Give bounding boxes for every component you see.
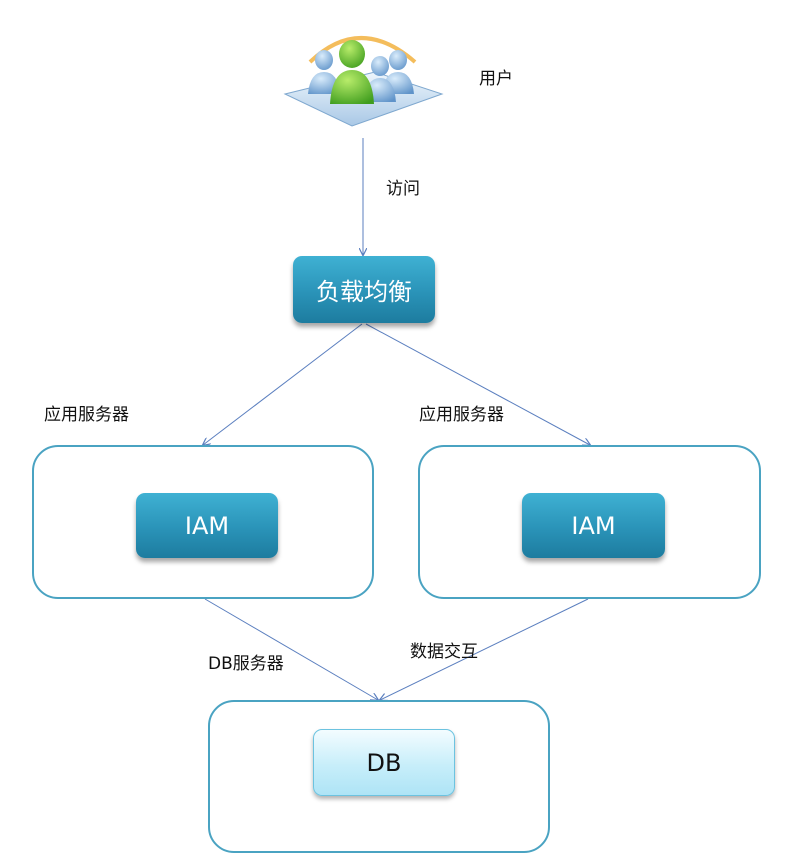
- users-group-icon: [283, 36, 444, 127]
- arrow-loadbalancer-to-left-server: [203, 323, 363, 445]
- iam-left-label: IAM: [184, 511, 230, 540]
- db-node: DB: [313, 729, 455, 796]
- load-balancer-label: 负载均衡: [316, 278, 412, 306]
- visit-label: 访问: [386, 179, 420, 199]
- db-server-label: DB服务器: [208, 654, 284, 674]
- arrow-loadbalancer-to-right-server: [365, 323, 590, 445]
- db-label: DB: [366, 748, 402, 777]
- app-server-right-label: 应用服务器: [419, 405, 504, 425]
- load-balancer-node: 负载均衡: [293, 256, 435, 323]
- iam-right-node: IAM: [522, 493, 665, 558]
- app-server-left-label: 应用服务器: [44, 405, 129, 425]
- iam-right-label: IAM: [571, 511, 616, 540]
- iam-left-node: IAM: [136, 493, 278, 558]
- user-label: 用户: [479, 69, 513, 89]
- arrow-left-server-to-db: [204, 598, 378, 700]
- arrow-right-server-to-db: [380, 598, 589, 700]
- data-exchange-label: 数据交互: [410, 642, 478, 662]
